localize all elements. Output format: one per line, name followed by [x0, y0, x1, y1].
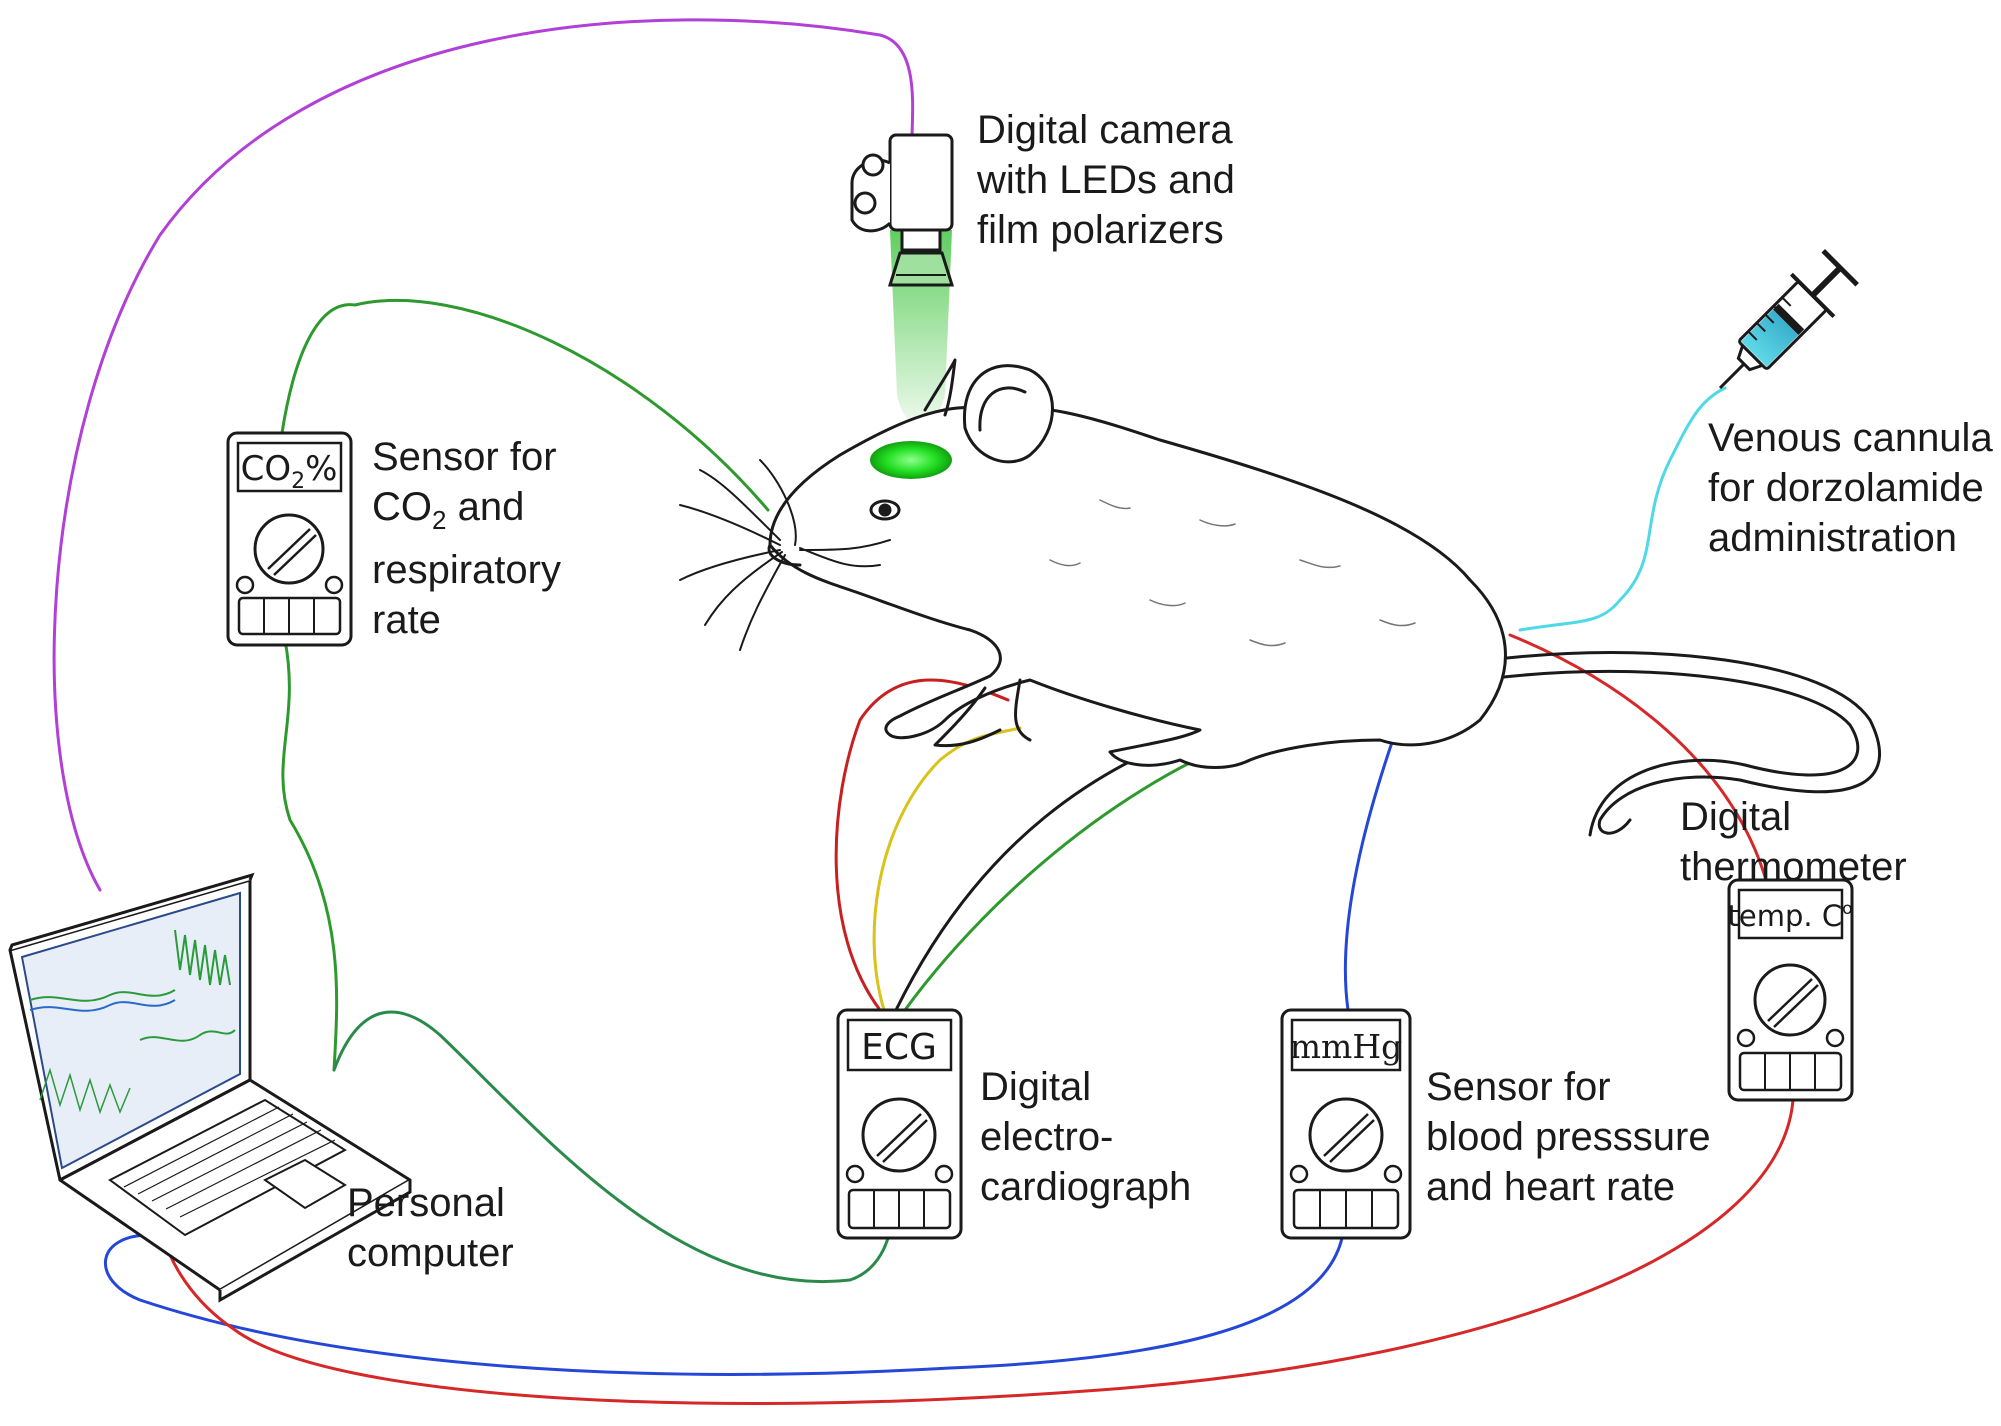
- laptop-icon: [8, 872, 412, 1303]
- bp-laptop-cable: [103, 1233, 1344, 1376]
- laptop-touchpad: [263, 1158, 347, 1210]
- camera-cable: [52, 18, 915, 892]
- camera-label-line-1: Digital camera: [977, 108, 1233, 152]
- co2-sensor-label-line-3: respiratory: [372, 548, 561, 592]
- bp-meter-display: [1290, 1018, 1402, 1072]
- bp-sensor-label: Sensor for blood presssure and heart rat…: [1426, 1062, 1711, 1212]
- cannula-label-line-1: Venous cannula: [1708, 416, 1993, 460]
- camera-label: Digital camera with LEDs and film polari…: [977, 105, 1235, 255]
- thermometer-label: Digital thermometer: [1680, 792, 1907, 892]
- bp-display-text: mmHg: [1290, 1027, 1403, 1066]
- rat-whiskers: [679, 459, 891, 651]
- led-light-spot: [870, 441, 952, 479]
- co2-sensor-label-line-4: rate: [372, 598, 441, 642]
- ecg-label-line-3: cardiograph: [980, 1165, 1192, 1209]
- bp-sensor-label-line-3: and heart rate: [1426, 1165, 1676, 1209]
- co2-display-text: CO2%: [241, 449, 338, 494]
- bp-sensor-label-line-1: Sensor for: [1426, 1065, 1611, 1109]
- bp-meter-icon: mmHg: [1280, 1008, 1412, 1240]
- camera-icon: [850, 133, 955, 425]
- computer-label-line-1: Personal: [347, 1181, 505, 1225]
- co2-sensor-label-line-1: Sensor for: [372, 435, 557, 479]
- computer-label-line-2: computer: [347, 1231, 514, 1275]
- co2-meter-display: [236, 441, 343, 493]
- cannula-label: Venous cannula for dorzolamide administr…: [1708, 413, 1993, 563]
- temp-display-text: temp. Co: [1728, 899, 1853, 933]
- ecg-label-line-2: electro-: [980, 1115, 1114, 1159]
- ecg-label: Digital electro- cardiograph: [980, 1062, 1191, 1212]
- rat-ear: [962, 364, 1054, 464]
- rat-tail: [1488, 651, 1881, 835]
- ecg-laptop-cable: [332, 1010, 892, 1284]
- temp-laptop-cable: [163, 1098, 1795, 1405]
- co2-laptop-cable: [281, 638, 339, 1072]
- ecg-red-lead: [834, 678, 1010, 1012]
- thermometer-meter-display: [1737, 888, 1844, 940]
- co2-sensor-label-line-2: CO2 and: [372, 485, 525, 535]
- ecg-yellow-lead: [872, 726, 1022, 1012]
- cannula-label-line-2: for dorzolamide: [1708, 466, 1984, 510]
- computer-label: Personal computer: [347, 1178, 514, 1278]
- rat-body: [768, 405, 1507, 769]
- co2-snout-cable: [280, 298, 770, 512]
- ecg-display-text: ECG: [861, 1027, 937, 1068]
- bp-sensor-label-line-2: blood presssure: [1426, 1115, 1711, 1159]
- camera-label-line-3: film polarizers: [977, 208, 1224, 252]
- co2-meter-icon: CO2%: [226, 431, 353, 647]
- ecg-meter-icon: ECG: [836, 1008, 963, 1240]
- syringe-icon: [1718, 249, 1859, 390]
- cannula-label-line-3: administration: [1708, 516, 1958, 560]
- camera-label-line-2: with LEDs and: [977, 158, 1235, 202]
- laptop-keyboard: [108, 1098, 347, 1237]
- co2-sensor-label: Sensor for CO2 and respiratory rate: [372, 432, 561, 645]
- thermometer-label-line-2: thermometer: [1680, 845, 1907, 889]
- cannula-line: [1518, 386, 1727, 632]
- rat-illustration: [679, 358, 1881, 837]
- ecg-label-line-1: Digital: [980, 1065, 1092, 1109]
- thermometer-label-line-1: Digital: [1680, 795, 1792, 839]
- thermometer-meter-icon: temp. Co: [1727, 878, 1854, 1102]
- ecg-meter-display: [846, 1018, 953, 1072]
